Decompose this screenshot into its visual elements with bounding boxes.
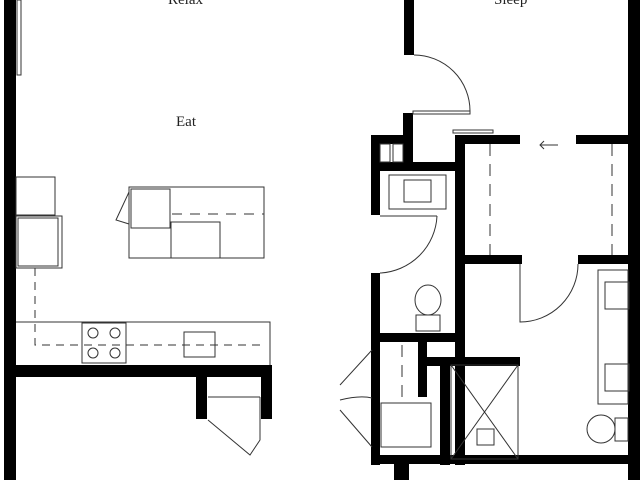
- toilet: [414, 284, 442, 316]
- kitchen-bottom-wall: [16, 365, 272, 377]
- top-mid-wall: [404, 0, 414, 55]
- oven: [15, 215, 63, 269]
- left-wall: [4, 0, 16, 480]
- toilet-2: [586, 414, 616, 444]
- fridge: [15, 176, 56, 216]
- entry-door: [413, 54, 471, 112]
- room-label-relax: Relax: [168, 0, 203, 8]
- pantry-wall-right: [261, 377, 272, 419]
- double-vanity: [597, 269, 629, 405]
- window: [16, 0, 22, 76]
- kitchen-sink: [183, 331, 216, 358]
- room-label-eat: Eat: [176, 114, 196, 130]
- stove: [81, 322, 127, 364]
- arrow-left-icon: [539, 140, 558, 150]
- powder-vanity: [388, 174, 447, 210]
- room-label-sleep: Sleep: [494, 0, 528, 8]
- shower: [450, 364, 519, 460]
- counter: [16, 321, 271, 365]
- right-wall: [628, 0, 640, 480]
- pantry-wall-left: [196, 377, 207, 419]
- washer-dryer: [380, 402, 432, 448]
- walls: [4, 0, 640, 480]
